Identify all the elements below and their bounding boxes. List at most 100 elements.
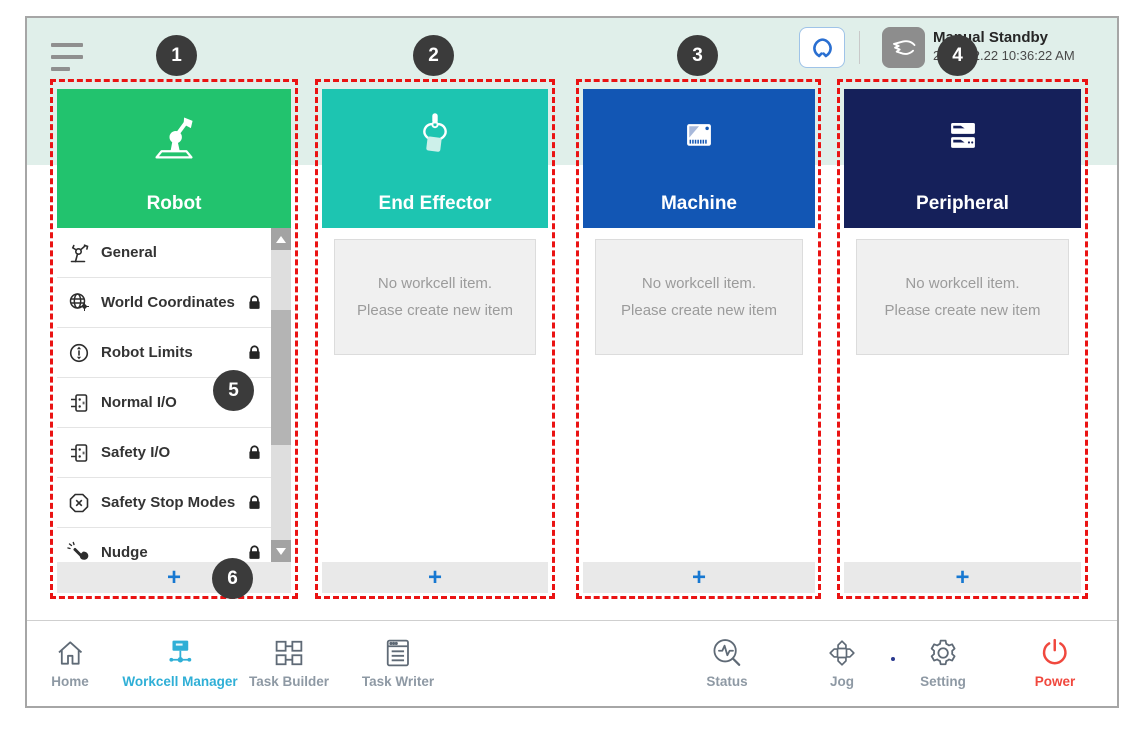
annotation-badge-1: 1 [156, 35, 197, 76]
annotation-badge-4: 4 [937, 35, 978, 76]
empty-state-machine: No workcell item. Please create new item [595, 239, 803, 355]
gear-icon [925, 635, 961, 671]
menu-item-general[interactable]: General [57, 228, 271, 278]
scrollbar-thumb[interactable] [271, 310, 291, 445]
plus-icon: + [955, 563, 970, 591]
nav-label: Status [706, 674, 748, 689]
machine-icon [673, 107, 725, 165]
lock-icon [246, 494, 263, 511]
robot-category-title: Robot [146, 193, 202, 214]
limits-circle-icon [66, 340, 92, 366]
task-writer-icon [380, 635, 416, 671]
annotation-badge-5: 5 [213, 370, 254, 411]
lock-icon [246, 444, 263, 461]
menu-item-normal-io[interactable]: Normal I/O [57, 378, 271, 428]
menu-icon[interactable] [51, 43, 85, 71]
nav-workcell-manager[interactable]: Workcell Manager [122, 635, 238, 689]
nav-label: Task Writer [361, 674, 435, 689]
nav-label: Jog [829, 674, 854, 689]
gripper-tool-icon [409, 107, 461, 165]
empty-state-line2: Please create new item [884, 302, 1041, 319]
bottom-navigation-bar: Home Workcell Manager Task Builder [27, 620, 1117, 706]
peripheral-category-title: Peripheral [916, 193, 1009, 214]
hand-mode-icon [890, 34, 918, 62]
peripheral-category-header[interactable]: Peripheral [844, 89, 1081, 228]
nav-home[interactable]: Home [51, 635, 89, 689]
menu-item-label: World Coordinates [101, 294, 235, 311]
jog-indicator-dot [891, 657, 895, 661]
manual-mode-button[interactable] [882, 27, 925, 68]
empty-state-line2: Please create new item [621, 302, 777, 319]
menu-item-label: General [101, 244, 157, 261]
nav-label: Task Builder [248, 674, 330, 689]
add-workcell-item-button-robot[interactable]: + [57, 562, 291, 593]
end-effector-category-header[interactable]: End Effector [322, 89, 548, 228]
menu-item-safety-io[interactable]: Safety I/O [57, 428, 271, 478]
menu-item-label: Safety Stop Modes [101, 494, 236, 511]
menu-item-label: Nudge [101, 544, 148, 561]
server-rack-icon [937, 107, 989, 165]
empty-state-line1: No workcell item. [905, 275, 1020, 292]
nav-label: Power [1034, 674, 1076, 689]
status-monitor-icon [709, 635, 745, 671]
lock-icon [246, 294, 263, 311]
menu-item-robot-limits[interactable]: Robot Limits [57, 328, 271, 378]
add-workcell-item-button-machine[interactable]: + [583, 562, 815, 593]
end-effector-category-title: End Effector [378, 193, 492, 214]
add-workcell-item-button-end-effector[interactable]: + [322, 562, 548, 593]
annotation-badge-3: 3 [677, 35, 718, 76]
plus-icon: + [427, 563, 442, 591]
robot-arm-icon [147, 107, 201, 165]
empty-state-line2: Please create new item [357, 302, 513, 319]
power-icon [1037, 635, 1073, 671]
gripper-icon [809, 34, 836, 61]
nav-status[interactable]: Status [706, 635, 748, 689]
app-window: Manual Standby 2022.02.22 10:36:22 AM Ro… [25, 16, 1119, 708]
nudge-hand-icon [66, 540, 92, 566]
task-builder-icon [271, 635, 307, 671]
scroll-up-button[interactable] [271, 228, 291, 250]
nav-jog[interactable]: Jog [824, 635, 860, 689]
menu-item-label: Robot Limits [101, 344, 193, 361]
nav-label: Workcell Manager [122, 674, 238, 689]
globe-axes-icon [66, 290, 92, 316]
machine-category-title: Machine [660, 193, 738, 214]
octagon-x-icon [66, 490, 92, 516]
nav-task-writer[interactable]: Task Writer [362, 635, 434, 689]
annotation-badge-2: 2 [413, 35, 454, 76]
workcell-manager-icon [162, 635, 198, 671]
lock-icon [246, 344, 263, 361]
gripper-mode-button[interactable] [799, 27, 845, 68]
nav-power[interactable]: Power [1034, 635, 1076, 689]
empty-state-line1: No workcell item. [641, 275, 757, 292]
empty-state-end-effector: No workcell item. Please create new item [334, 239, 536, 355]
nav-label: Setting [920, 674, 966, 689]
triangle-up-icon [276, 235, 286, 243]
nav-label: Home [51, 674, 89, 689]
scroll-down-button[interactable] [271, 540, 291, 562]
io-connector-icon [66, 440, 92, 466]
triangle-down-icon [276, 547, 286, 555]
robot-arm-outline-icon [66, 240, 92, 266]
machine-category-header[interactable]: Machine [583, 89, 815, 228]
nav-setting[interactable]: Setting [920, 635, 966, 689]
machine-item-area: No workcell item. Please create new item [583, 228, 815, 562]
plus-icon: + [166, 563, 181, 591]
io-connector-icon [66, 390, 92, 416]
peripheral-item-area: No workcell item. Please create new item [844, 228, 1081, 562]
robot-menu-scrollbar[interactable] [271, 228, 291, 562]
topbar-divider [859, 31, 860, 64]
menu-item-world-coordinates[interactable]: World Coordinates [57, 278, 271, 328]
nav-task-builder[interactable]: Task Builder [249, 635, 329, 689]
menu-item-safety-stop-modes[interactable]: Safety Stop Modes [57, 478, 271, 528]
robot-category-header[interactable]: Robot [57, 89, 291, 228]
annotation-badge-6: 6 [212, 558, 253, 599]
plus-icon: + [691, 563, 706, 591]
empty-state-line1: No workcell item. [377, 275, 493, 292]
end-effector-item-area: No workcell item. Please create new item [322, 228, 548, 562]
add-workcell-item-button-peripheral[interactable]: + [844, 562, 1081, 593]
home-icon [52, 635, 88, 671]
lock-icon [246, 544, 263, 561]
empty-state-peripheral: No workcell item. Please create new item [856, 239, 1069, 355]
menu-item-label: Safety I/O [101, 444, 171, 461]
